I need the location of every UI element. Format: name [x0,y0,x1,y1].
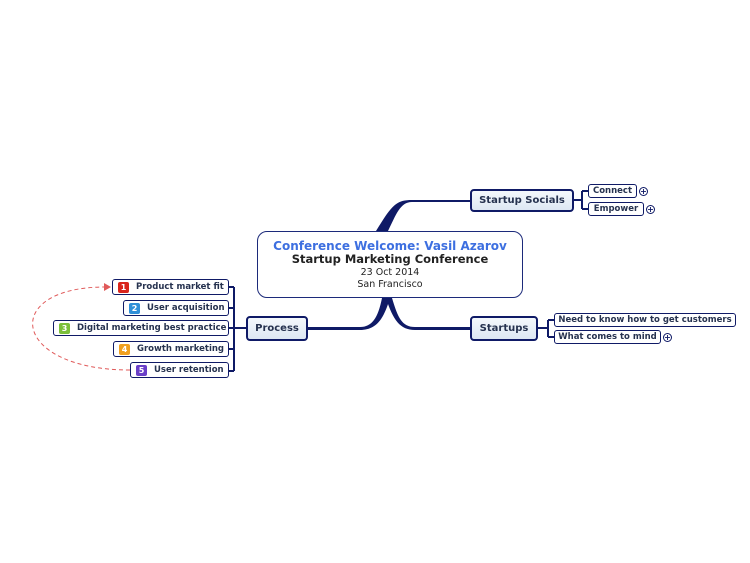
subtopic-need-to-know[interactable]: Need to know how to get customers [554,313,736,327]
subtopic-label: Digital marketing best practice [77,323,227,333]
central-topic[interactable]: Conference Welcome: Vasil Azarov Startup… [257,231,523,298]
subtopic-label: User acquisition [147,303,225,313]
connector-central-to-startups [386,298,470,330]
expand-plus-icon[interactable]: + [663,333,672,342]
subtopic-connect-label: Connect [592,186,633,196]
priority-4-icon: 4 [119,343,130,355]
priority-2-icon: 2 [129,302,140,314]
connector-central-to-startup-socials [376,200,470,231]
relationship-arrowhead [104,283,111,291]
subtopic-user-retention[interactable]: 5 User retention [130,362,229,378]
subtopic-product-market-fit[interactable]: 1 Product market fit [112,279,229,295]
expand-plus-icon[interactable]: + [646,205,655,214]
subtopic-growth-marketing[interactable]: 4 Growth marketing [113,341,229,357]
priority-3-icon: 3 [59,322,70,334]
relationship-user-retention-to-product-market-fit [32,286,131,371]
topic-startup-socials[interactable]: Startup Socials [470,189,574,212]
subtopic-empower[interactable]: Empower [588,202,644,216]
subtopic-what-comes-to-mind-label: What comes to mind [558,332,657,342]
subtopic-empower-label: Empower [593,204,639,214]
central-subtitle: Startup Marketing Conference [291,252,489,267]
priority-5-icon: 5 [136,364,147,376]
subtopic-label: Growth marketing [137,344,225,354]
topic-process-label: Process [255,323,299,334]
connector-startup-socials-children [574,190,588,210]
connector-startups-children [538,319,554,338]
central-date: 23 Oct 2014 [360,267,420,279]
subtopic-label: Product market fit [136,282,224,292]
topic-process[interactable]: Process [246,316,308,341]
subtopic-user-acquisition[interactable]: 2 User acquisition [123,300,229,316]
subtopic-need-to-know-label: Need to know how to get customers [558,315,732,325]
topic-startups-label: Startups [479,323,529,334]
topic-startups[interactable]: Startups [470,316,538,341]
expand-plus-icon[interactable]: + [639,187,648,196]
subtopic-what-comes-to-mind[interactable]: What comes to mind [554,330,661,344]
priority-1-icon: 1 [118,281,129,293]
topic-startup-socials-label: Startup Socials [479,195,565,206]
connector-process-children [229,286,246,372]
central-location: San Francisco [357,278,423,290]
subtopic-label: User retention [154,365,224,375]
central-title: Conference Welcome: Vasil Azarov [273,239,507,254]
subtopic-digital-marketing[interactable]: 3 Digital marketing best practice [53,320,229,336]
connector-central-to-process [308,298,390,330]
subtopic-connect[interactable]: Connect [588,184,637,198]
